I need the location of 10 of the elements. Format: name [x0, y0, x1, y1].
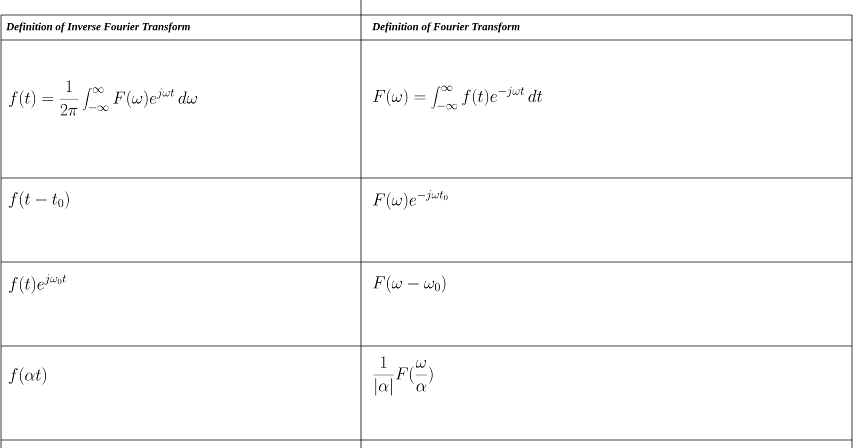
formula: $\frac{1}{|\alpha|}F(\frac{\omega}{\alpha})$: [373, 356, 433, 396]
formula: $F(\omega-\omega_{0})$: [373, 275, 446, 293]
formula: $f(\alpha t)$: [9, 367, 46, 385]
formula: $f(t-t_{0})$: [9, 191, 69, 209]
header-text: Definition of Inverse Fourier Transform: [6, 22, 190, 33]
formula: $f(t)=\frac{1}{2\pi}\int_{-\infty}^{\infty}F(\omega)e^{j\omega t}\,d\omega$: [9, 80, 197, 116]
formula: $f(t)e^{j\omega_{0}t}$: [9, 274, 66, 294]
formula: $F(\omega)e^{-j\omega t_{0}}$: [373, 190, 448, 210]
header-text: Definition of Fourier Transform: [372, 22, 520, 33]
formula: $F(\omega)=\int_{-\infty}^{\infty}f(t)e^{-j\omega t}\,dt$: [373, 86, 542, 110]
